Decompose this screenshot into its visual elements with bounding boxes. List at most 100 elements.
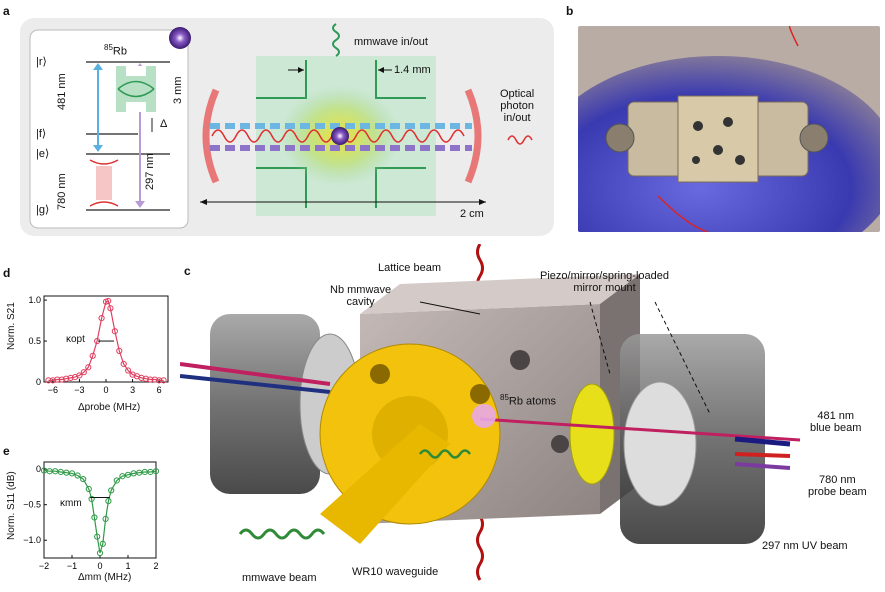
data-point: [58, 376, 65, 383]
left-beam-blue: [179, 374, 331, 394]
right-mirror-mount: [569, 334, 765, 544]
rb-atom-icon: [169, 27, 191, 49]
data-point: [102, 515, 109, 522]
data-point: [88, 495, 95, 503]
plot-frame: [43, 295, 169, 383]
data-point: [91, 514, 98, 521]
x-tick-label: 6: [157, 385, 162, 395]
data-point: [108, 487, 115, 494]
wl-481: 481 nm: [56, 73, 68, 110]
mmwave-beam-wave: [238, 528, 326, 540]
data-point: [49, 377, 56, 384]
data-point: [125, 367, 132, 374]
beam-481: [734, 436, 791, 447]
data-point: [142, 375, 149, 382]
data-point: [96, 549, 104, 557]
panel-e-letter: e: [3, 444, 10, 458]
x-tick-label: 2: [153, 561, 158, 571]
chart-d-kappa: κopt: [66, 334, 85, 345]
x-tick-label: 1: [125, 561, 130, 571]
data-point: [113, 477, 120, 484]
chart-d-ylabel: Norm. S21: [6, 302, 17, 350]
state-e: |e⟩: [36, 148, 50, 160]
x-tick-label: 3: [130, 385, 135, 395]
nb-cavity-leader: [419, 301, 481, 315]
data-point: [151, 376, 158, 383]
data-point: [89, 352, 96, 359]
x-tick-label: −6: [48, 385, 58, 395]
y-tick-label: 0: [36, 377, 41, 387]
panel-c-letter: c: [184, 264, 191, 278]
y-tick-label: −0.5: [23, 500, 41, 510]
panel-d-letter: d: [3, 266, 11, 280]
data-point: [160, 377, 167, 384]
panel-a: [20, 18, 554, 236]
chart-e-kappa: κmm: [60, 498, 82, 509]
y-tick-label: 0: [36, 464, 41, 474]
panel-b-photo: [578, 26, 880, 232]
data-point: [85, 364, 92, 371]
panel-b-letter: b: [566, 4, 574, 18]
right-mirror: [464, 88, 482, 184]
dim-2cm-label: 2 cm: [460, 208, 484, 220]
delta-label: Δ: [160, 118, 168, 130]
data-point: [120, 360, 127, 368]
data-point: [76, 372, 83, 379]
mmwave-beam-label: mmwave beam: [242, 572, 317, 584]
data-point: [63, 375, 70, 382]
data-point: [67, 374, 74, 382]
left-mirror: [202, 88, 220, 184]
data-point: [80, 369, 87, 376]
mmwave-in-squiggle: [332, 23, 340, 57]
y-tick-label: 1.0: [28, 295, 41, 305]
data-point: [138, 374, 145, 382]
data-point: [45, 377, 52, 384]
data-point: [94, 533, 101, 540]
data-point: [156, 377, 163, 384]
optical-photon-squiggle: [507, 135, 533, 145]
chart-e-xlabel: Δmm (MHz): [78, 572, 132, 583]
cavity-assembly-icon: [605, 95, 829, 183]
uv-beam-label: 297 nm UV beam: [762, 540, 848, 552]
x-tick-label: 0: [103, 385, 108, 395]
center-beam: [479, 417, 801, 442]
data-point: [124, 471, 132, 478]
panel-c: [179, 243, 885, 587]
dim-1-4mm-label: 1.4 mm: [394, 64, 431, 76]
fit-curve: [43, 469, 157, 554]
atom-cloud-icon: [331, 127, 349, 145]
waveguide-label: WR10 waveguide: [352, 566, 439, 578]
piezo-leader-1: [589, 301, 611, 375]
red-wire: [657, 195, 709, 232]
data-point: [85, 485, 92, 493]
waveguide-flange: [319, 343, 501, 544]
data-point: [152, 468, 160, 475]
x-tick-label: −1: [67, 561, 77, 571]
data-point: [54, 376, 61, 383]
mmwave-io-label: mmwave in/out: [354, 36, 428, 48]
cavity-3mm: 3 mm: [172, 76, 184, 105]
rb-label: 85Rb: [104, 43, 127, 58]
state-r: |r⟩: [36, 56, 47, 68]
data-point: [107, 305, 114, 312]
lattice-beam-label: Lattice beam: [378, 262, 441, 274]
panel-a-diagram: [20, 18, 554, 236]
cavity-780-icon: [89, 159, 119, 207]
chart-e-ylabel: Norm. S11 (dB): [6, 471, 17, 540]
data-point: [119, 473, 126, 480]
state-g: |g⟩: [36, 204, 50, 216]
data-point: [147, 376, 154, 383]
chart-d-xlabel: Δprobe (MHz): [78, 402, 141, 413]
data-point: [105, 297, 112, 305]
data-point: [111, 328, 118, 335]
left-beam-red: [179, 362, 331, 386]
atom-cloud: [472, 404, 496, 428]
